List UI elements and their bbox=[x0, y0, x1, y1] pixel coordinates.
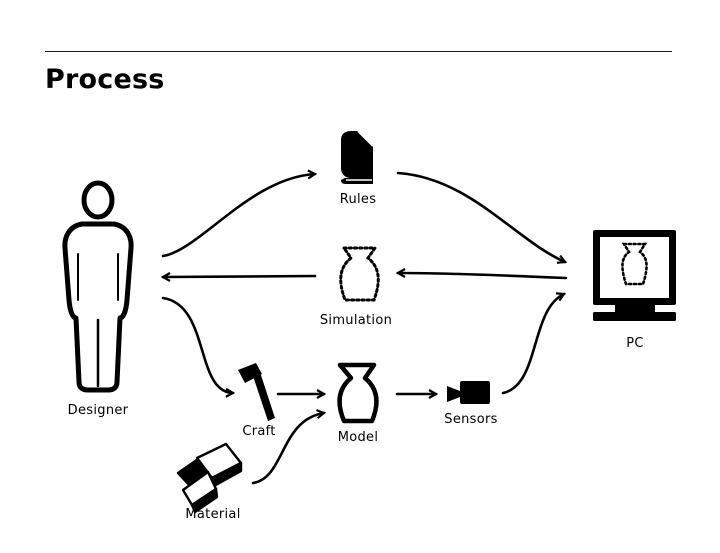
arrow-rules-to-pc bbox=[396, 171, 565, 262]
person-icon bbox=[62, 180, 134, 393]
arrow-material-to-model bbox=[251, 413, 324, 485]
craft-label: Craft bbox=[242, 424, 276, 439]
video-camera-icon bbox=[447, 381, 490, 404]
sensors-label: Sensors bbox=[444, 412, 498, 427]
computer-monitor-icon bbox=[593, 230, 676, 321]
dotted-vase-icon bbox=[339, 246, 380, 302]
hammer-icon bbox=[238, 363, 275, 421]
arrow-pc-to-simulation bbox=[398, 273, 568, 280]
pc-label: PC bbox=[626, 336, 644, 351]
vase-icon bbox=[337, 362, 379, 424]
book-icon bbox=[341, 130, 374, 184]
material-blocks-icon bbox=[176, 442, 243, 514]
model-label: Model bbox=[337, 430, 379, 445]
header-rule bbox=[45, 51, 672, 52]
simulation-label: Simulation bbox=[319, 313, 393, 328]
designer-label: Designer bbox=[67, 403, 129, 418]
arrow-designer-to-rules bbox=[161, 174, 315, 258]
arrow-simulation-to-designer bbox=[163, 276, 317, 277]
arrow-designer-to-craft bbox=[161, 296, 233, 393]
page-title: Process bbox=[45, 64, 165, 95]
arrow-sensors-to-pc bbox=[501, 294, 564, 395]
rules-label: Rules bbox=[339, 192, 377, 207]
material-label: Material bbox=[185, 507, 241, 522]
